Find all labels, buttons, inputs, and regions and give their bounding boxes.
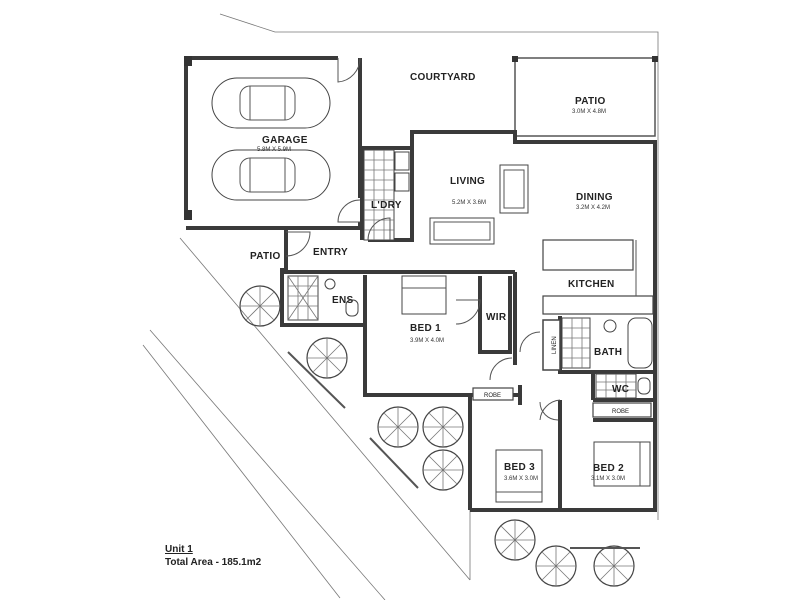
- living-dims: 5.2M X 3.6M: [452, 200, 486, 206]
- robe-right-label: ROBE: [612, 409, 629, 415]
- fence-line: [287, 351, 419, 489]
- bed3-dims: 3.6M X 3.0M: [504, 476, 538, 482]
- garage-label: GARAGE: [262, 135, 308, 146]
- site-boundary: [142, 13, 659, 600]
- bed1-bed: [401, 275, 447, 315]
- tree-icon: [494, 519, 536, 561]
- kitchen-label: KITCHEN: [568, 279, 615, 290]
- tree-icon: [306, 337, 348, 379]
- bed2-bed: [593, 441, 651, 487]
- garage-dims: 5.8M X 5.9M: [257, 147, 291, 153]
- tree-icon: [422, 406, 464, 448]
- ensuite-tiles: [287, 275, 359, 321]
- wc-label: WC: [612, 384, 629, 395]
- sofa-icon: [429, 164, 529, 245]
- laundry-label: L'DRY: [371, 200, 402, 211]
- courtyard-label: COURTYARD: [410, 72, 476, 83]
- patio-top-area: [512, 56, 658, 137]
- house-walls: [280, 130, 657, 512]
- dining-dims: 3.2M X 4.2M: [576, 205, 610, 211]
- bed3-label: BED 3: [504, 462, 535, 473]
- bath-label: BATH: [594, 347, 622, 358]
- bed2-label: BED 2: [593, 463, 624, 474]
- robe-left-label: ROBE: [484, 393, 501, 399]
- linen-label: LINEN: [552, 336, 558, 354]
- toilet-icon: [637, 377, 651, 395]
- bed2-dims: 3.1M X 3.0M: [591, 476, 625, 482]
- door-swing-icon: [285, 231, 311, 257]
- bathroom-fixtures: [561, 317, 653, 399]
- entry-label: ENTRY: [313, 247, 348, 258]
- tree-icon: [593, 545, 635, 587]
- sink-icon: [603, 319, 617, 333]
- total-area: Total Area - 185.1m2: [165, 557, 262, 568]
- door-swing-icon: [455, 299, 561, 421]
- bed1-dims: 3.9M X 4.0M: [410, 338, 444, 344]
- bed1-label: BED 1: [410, 323, 441, 334]
- living-label: LIVING: [450, 176, 485, 187]
- sink-icon: [324, 278, 336, 290]
- tree-icon: [377, 406, 419, 448]
- ensuite-label: ENS: [332, 295, 353, 306]
- car-icon: [211, 77, 331, 129]
- laundry-tiles: [363, 149, 410, 241]
- wir-label: WIR: [486, 312, 507, 323]
- tree-icon: [535, 545, 577, 587]
- toilet-icon: [345, 299, 359, 317]
- bed3-bed: [495, 449, 543, 503]
- tree-icon: [422, 449, 464, 491]
- car-icon: [211, 149, 331, 201]
- unit-title: Unit 1: [165, 544, 193, 555]
- patio-entry-label: PATIO: [250, 251, 281, 262]
- tree-icon: [239, 285, 281, 327]
- patio-top-dims: 3.0M X 4.8M: [572, 109, 606, 115]
- dining-label: DINING: [576, 192, 613, 203]
- bathtub-icon: [627, 317, 653, 369]
- patio-top-label: PATIO: [575, 96, 606, 107]
